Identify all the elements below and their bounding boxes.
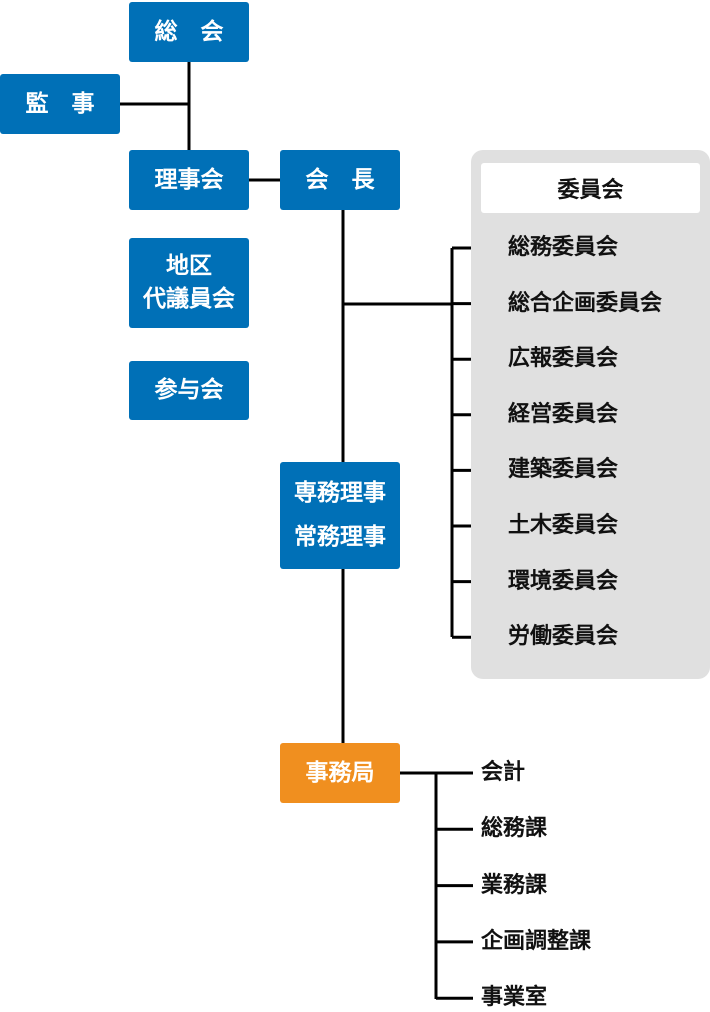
committee-item: 総務委員会 xyxy=(508,235,619,260)
committee-item: 建築委員会 xyxy=(508,457,619,483)
district-delegates-box: 地区 代議員会 xyxy=(129,238,249,328)
committee-item: 経営委員会 xyxy=(508,401,619,427)
board-box: 理事会 xyxy=(129,150,249,210)
executive-directors-box: 専務理事 常務理事 xyxy=(280,462,400,569)
secretariat-unit-item: 企画調整課 xyxy=(481,928,592,954)
general-assembly-box: 総 会 xyxy=(129,2,249,62)
committee-item: 労働委員会 xyxy=(508,624,619,650)
committees-panel xyxy=(471,150,710,679)
committees-title: 委員会 xyxy=(481,163,700,213)
auditor-box: 監 事 xyxy=(0,74,120,134)
secretariat-unit-item: 総務課 xyxy=(481,816,548,842)
committee-item: 広報委員会 xyxy=(508,346,619,372)
secretariat-unit-item: 事業室 xyxy=(481,985,548,1011)
committee-item: 総合企画委員会 xyxy=(508,290,663,316)
secretariat-unit-item: 会計 xyxy=(481,760,526,785)
president-box: 会 長 xyxy=(280,150,400,210)
committee-item: 環境委員会 xyxy=(508,568,619,594)
committee-item: 土木委員会 xyxy=(508,513,619,538)
advisors-box: 参与会 xyxy=(129,361,249,420)
secretariat-unit-item: 業務課 xyxy=(481,872,548,898)
secretariat-box: 事務局 xyxy=(280,743,400,803)
